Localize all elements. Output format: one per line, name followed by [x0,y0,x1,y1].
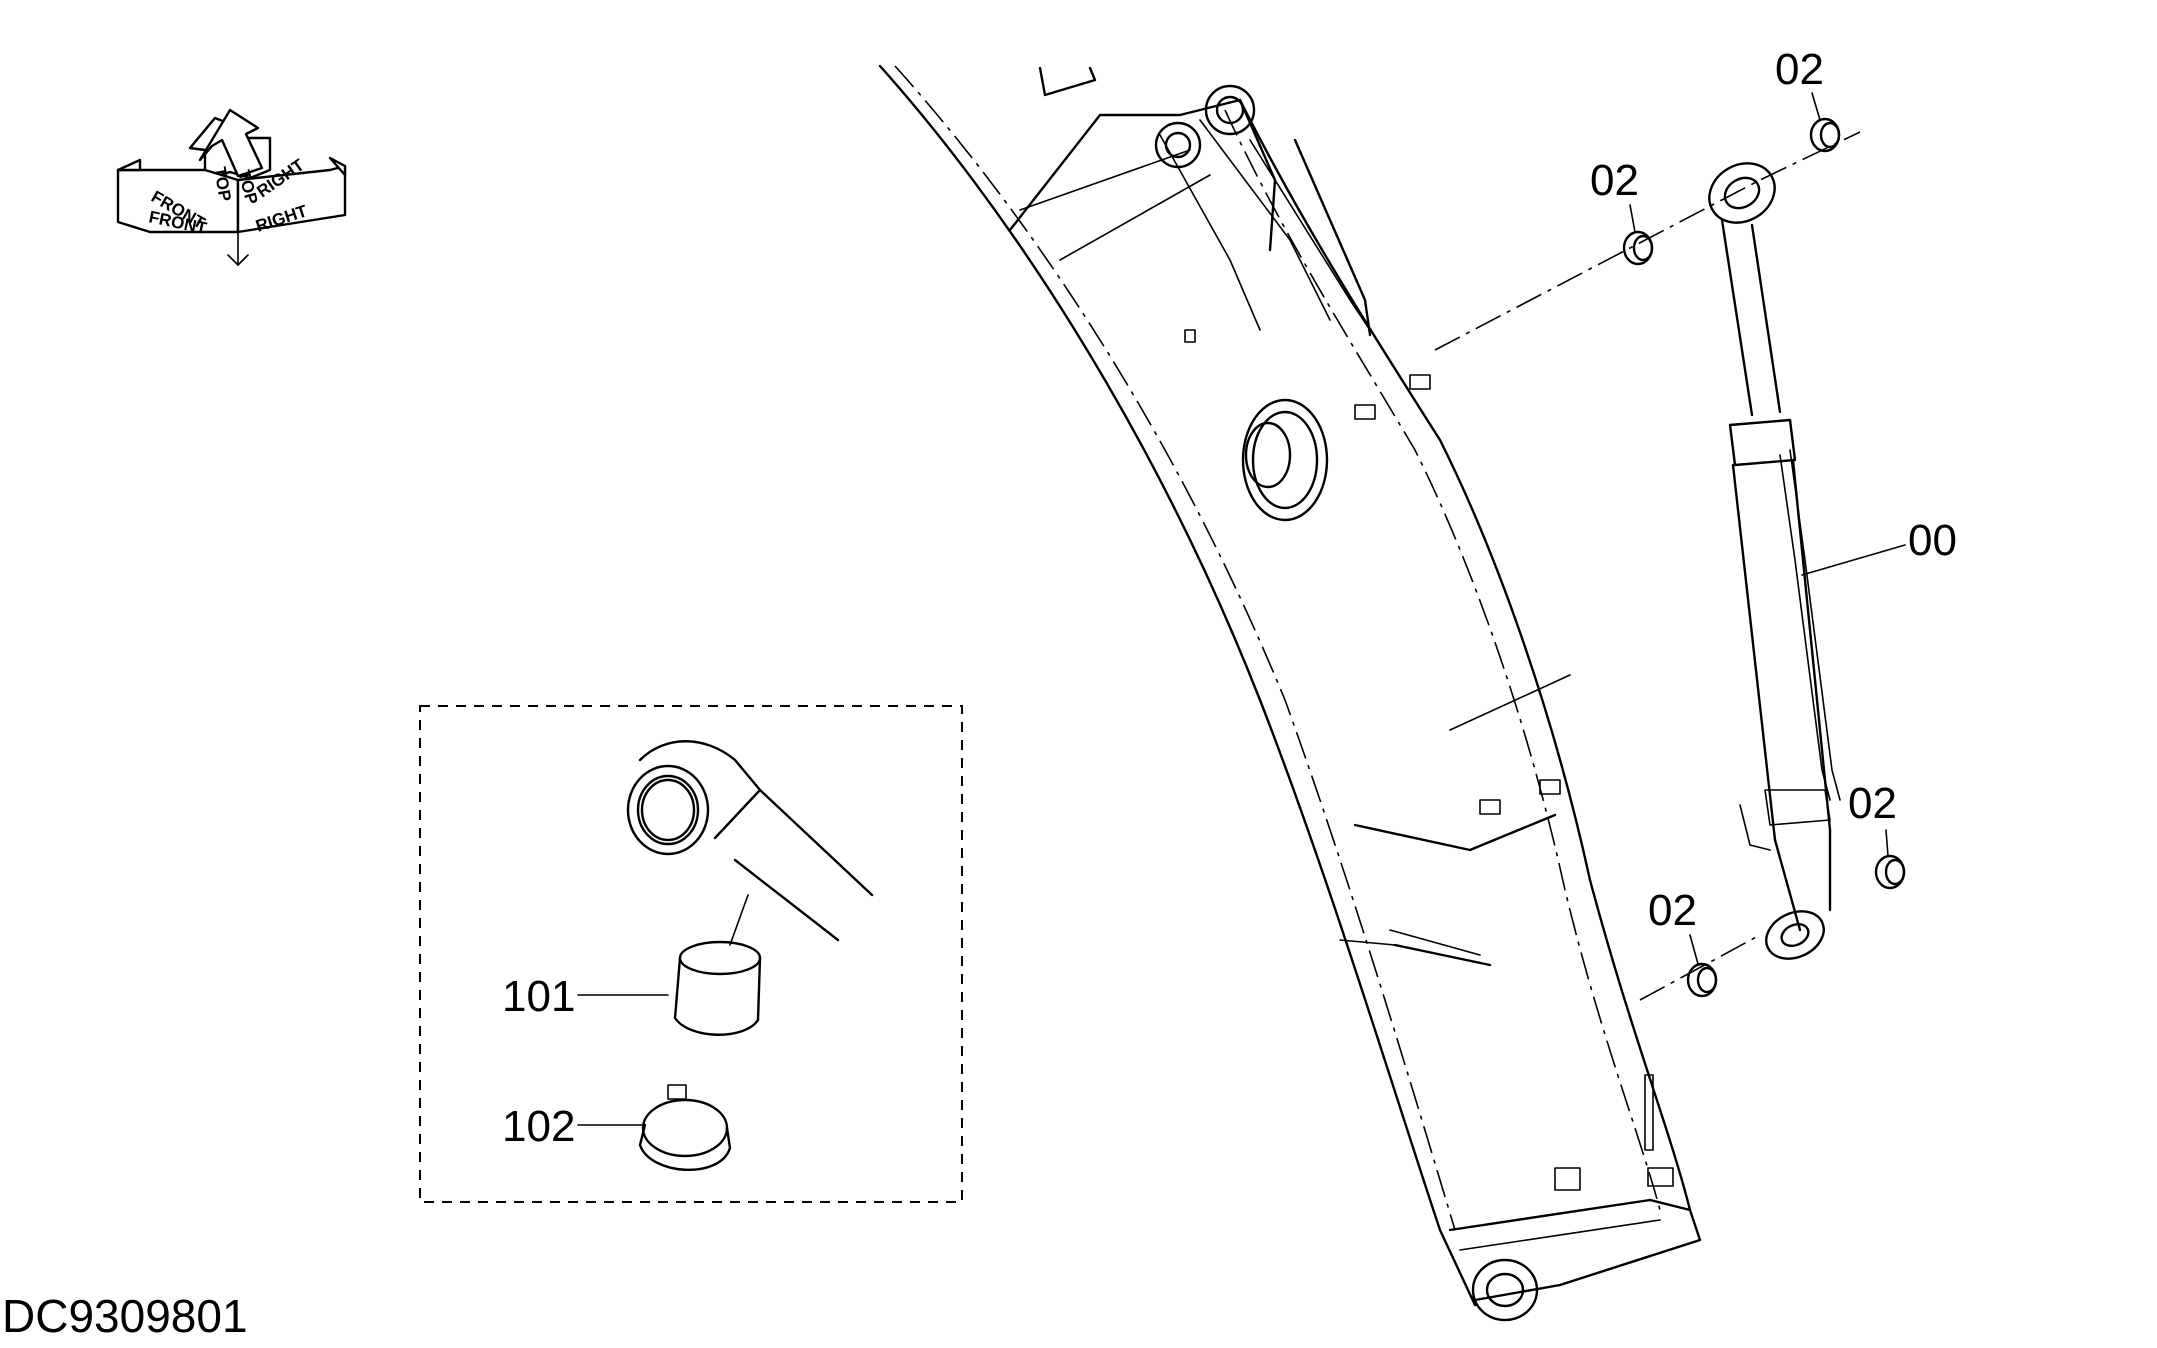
callout-pin-lower-right: 02 [1848,779,1897,828]
leader-line [1689,934,1699,965]
callout-pin-lower-left: 02 [1648,886,1697,935]
pin-bushing-lower-left [1686,962,1718,998]
leader-line [1885,829,1889,857]
drawing-code: DC9309801 [2,1290,248,1342]
detail-seal-ring [638,1084,732,1171]
pin-bushing-lower-right [1874,854,1906,890]
detail-rod-end [626,740,874,942]
leader-line [1811,92,1821,121]
leader-line [729,894,749,946]
detail-box [419,705,963,1203]
callout-cylinder: 00 [1908,516,1957,565]
leader-line [1629,204,1636,233]
orientation-icon: FRONT FRONT TOP TOP RIGHT RIGHT [116,108,347,266]
pin-bushing-upper-left [1622,230,1654,266]
pin-bushing-upper-right [1809,117,1841,153]
callout-pin-upper-left: 02 [1590,156,1639,205]
detail-bushing [673,940,762,1036]
leader-line [1801,544,1906,576]
callout-bushing: 101 [502,972,575,1021]
hydraulic-cylinder [1708,162,1841,960]
callout-pin-upper-right: 02 [1775,45,1824,94]
pin-axis-line-lower [1639,934,1761,1001]
callout-seal: 102 [502,1102,575,1151]
boom-structure [878,64,1702,1322]
pin-axis-line [1434,131,1861,351]
